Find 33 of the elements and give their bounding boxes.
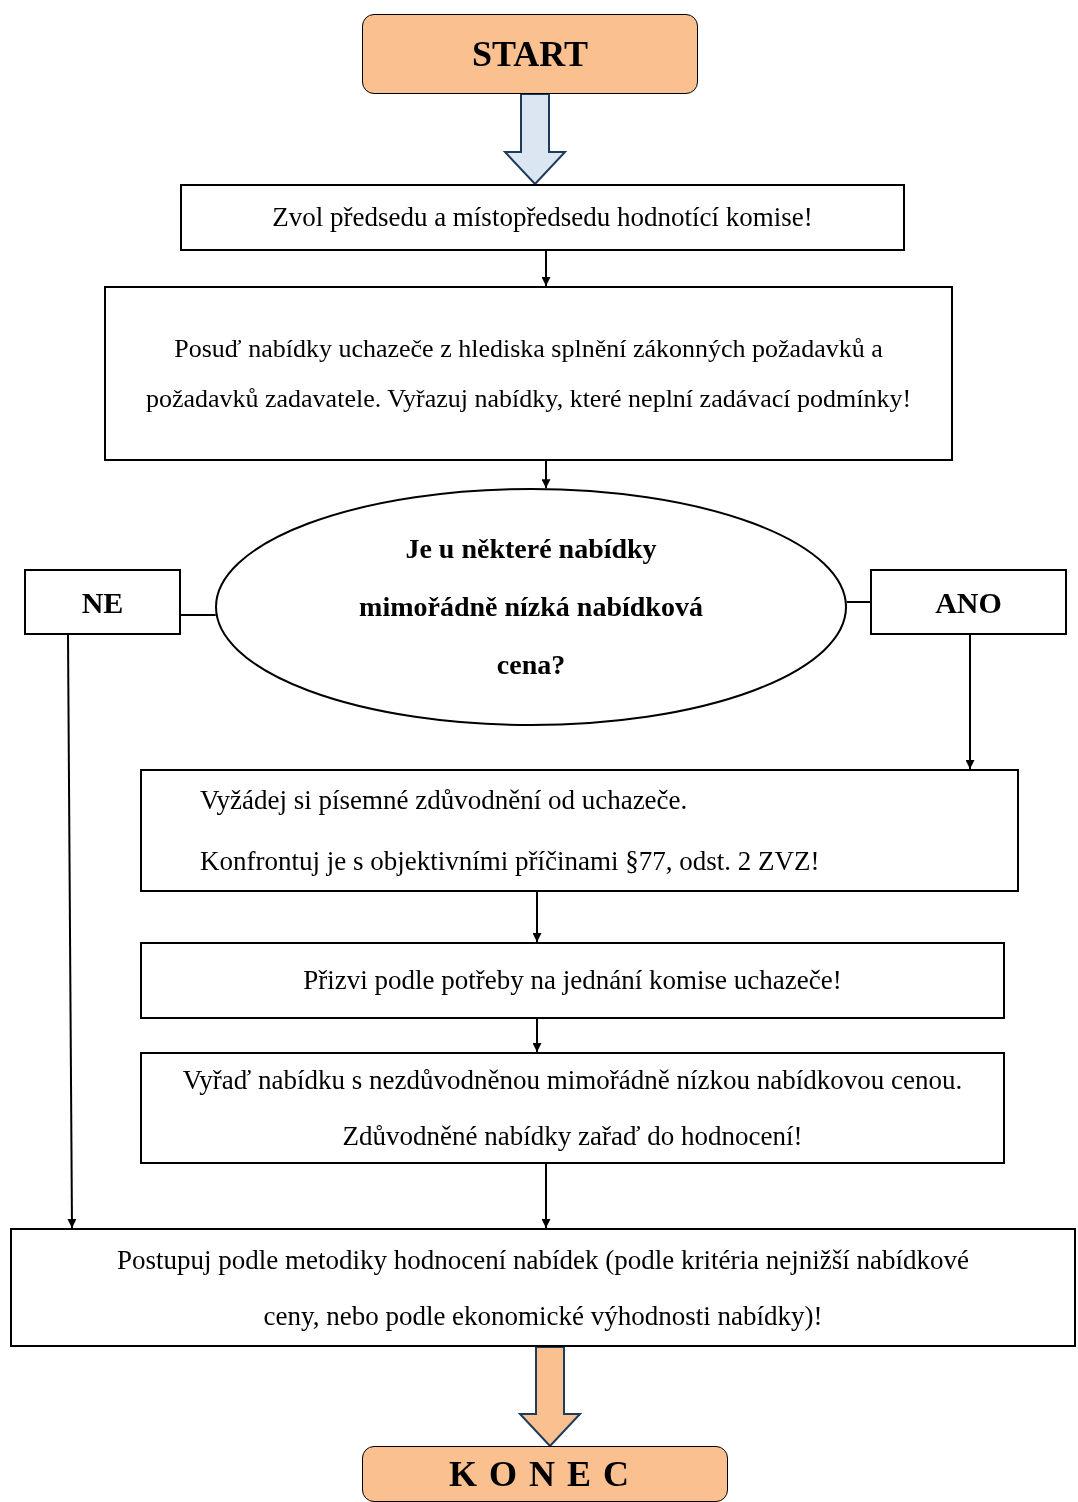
arrow: [541, 460, 551, 490]
arrow: [541, 1163, 551, 1229]
node-text: Konfrontuj je s objektivními příčinami §77, odst. 2 ZVZ!: [200, 844, 820, 878]
start-terminal: [362, 14, 698, 94]
answer-box: [24, 569, 181, 635]
end-terminal: [362, 1446, 728, 1502]
arrow: [532, 1018, 542, 1053]
connector-line: [180, 614, 217, 616]
process-box: [104, 286, 953, 461]
answer-box: [870, 569, 1067, 635]
connector-line: [845, 601, 871, 603]
process-box: [10, 1228, 1076, 1347]
node-text: Vyžádej si písemné zdůvodnění od uchazeče.: [200, 784, 688, 817]
arrow: [541, 250, 551, 287]
arrow: [965, 634, 975, 770]
node-text: NE: [81, 584, 124, 621]
process-box: [140, 1052, 1005, 1164]
node-text: KONEC: [449, 1453, 641, 1496]
block-arrow: [502, 93, 568, 186]
arrow: [532, 891, 542, 943]
node-text: Vyřaď nabídku s nezdůvodněnou mimořádně nízkou nabídkovou cenou. Zdůvodněné nabídky zařaď do hodnocení!: [181, 1064, 964, 1153]
node-text: Je u některé nabídky mimořádně nízká nabídková cena?: [358, 532, 704, 682]
node-text: Postupuj podle metodiky hodnocení nabídek (podle kritéria nejnižší nabídkové ceny, nebo podle ekonomické výhodnosti nabídky)!: [116, 1243, 970, 1333]
process-box: [180, 184, 905, 251]
node-text: Posuď nabídky uchazeče z hlediska splnění zákonných požadavků a požadavků zadavatele. Vyřazuj nabídky, které neplní zadávací podmínky!: [144, 332, 913, 415]
node-text: Zvol předsedu a místopředsedu hodnotící komise!: [272, 201, 813, 235]
arrow: [67, 634, 77, 1229]
process-box: [140, 942, 1005, 1019]
node-text: START: [471, 33, 589, 76]
node-text: Přizvi podle potřeby na jednání komise uchazeče!: [303, 964, 842, 998]
node-text: ANO: [935, 584, 1002, 621]
process-box: [140, 769, 1019, 892]
block-arrow: [517, 1346, 583, 1448]
